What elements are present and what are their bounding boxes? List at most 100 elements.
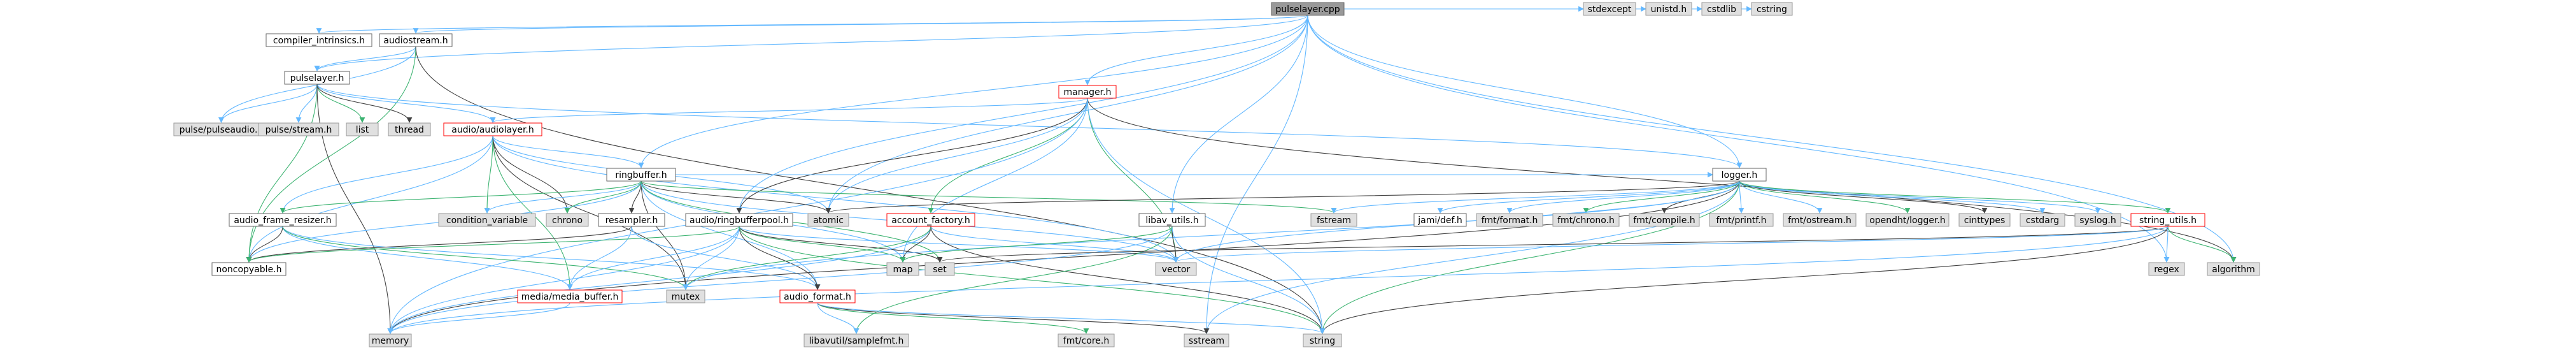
node-chrono: chrono xyxy=(546,213,589,227)
node-label: syslog.h xyxy=(2079,215,2116,226)
node-box xyxy=(517,289,623,303)
edge-string-utils-h-to-regex xyxy=(2163,226,2170,263)
node-fmt-compile-h: fmt/compile.h xyxy=(1629,213,1700,227)
edge-audiostream-h-to-pulse-pulseaudio-h xyxy=(218,46,416,123)
node-mutex: mutex xyxy=(666,289,705,303)
node-label: fmt/ostream.h xyxy=(1788,215,1851,226)
node-sstream: sstream xyxy=(1184,333,1229,347)
edge-logger-h-to-atomic xyxy=(826,180,1740,214)
edge-account-factory-h-to-vector xyxy=(930,226,1179,263)
node-label: cstring xyxy=(1757,4,1787,15)
node-label: mutex xyxy=(672,292,700,302)
node-box xyxy=(1303,333,1342,347)
edge-logger-h-to-fmt-printf-h xyxy=(1738,180,1744,214)
node-label: atomic xyxy=(813,215,844,226)
node-syslog-h: syslog.h xyxy=(2074,213,2121,227)
edge-logger-h-to-fstream xyxy=(1331,180,1740,214)
node-box xyxy=(1138,213,1206,227)
node-label: fmt/core.h xyxy=(1063,336,1109,346)
node-cstring: cstring xyxy=(1751,2,1793,16)
node-label: algorithm xyxy=(2212,265,2255,275)
node-label: fmt/compile.h xyxy=(1633,215,1695,226)
node-atomic: atomic xyxy=(807,213,849,227)
node-box xyxy=(1645,2,1692,16)
node-box xyxy=(388,122,431,136)
edge-logger-h-to-string xyxy=(1319,180,1740,334)
node-fmt-printf-h: fmt/printf.h xyxy=(1709,213,1774,227)
node-box xyxy=(258,122,339,136)
node-pulse-pulseaudio-h: pulse/pulseaudio.h xyxy=(173,122,269,136)
node-label: resampler.h xyxy=(605,215,658,226)
node-audio-audiolayer-h[interactable]: audio/audiolayer.h xyxy=(443,122,542,136)
node-manager-h[interactable]: manager.h xyxy=(1058,85,1117,99)
node-media-media-buffer-h[interactable]: media/media_buffer.h xyxy=(517,289,623,303)
node-box xyxy=(379,33,453,47)
node-label: libav_utils.h xyxy=(1145,215,1198,226)
node-pulselayer-cpp[interactable]: pulselayer.cpp xyxy=(1271,2,1345,16)
node-box xyxy=(1155,262,1197,276)
edge-libav-utils-h-to-libavutil-samplefmt-h xyxy=(853,226,1173,334)
node-box xyxy=(1865,213,1950,227)
node-compiler-intrinsics-h[interactable]: compiler_intrinsics.h xyxy=(265,33,372,47)
node-label: unistd.h xyxy=(1651,4,1687,15)
node-box xyxy=(1271,2,1345,16)
node-label: string_utils.h xyxy=(2139,215,2197,226)
node-box xyxy=(1058,85,1117,99)
edge-pulselayer-h-to-memory xyxy=(316,84,393,334)
edge-ringbuffer-h-to-resampler-h xyxy=(628,180,642,214)
node-box xyxy=(685,213,793,227)
edge-string-utils-h-to-algorithm xyxy=(2167,226,2237,263)
node-label: libavutil/samplefmt.h xyxy=(809,336,904,346)
edge-ringbuffer-h-to-audio-format-h xyxy=(640,180,821,290)
node-account-factory-h[interactable]: account_factory.h xyxy=(886,213,975,227)
edge-audio-ringbufferpool-h-to-string xyxy=(739,226,1326,334)
node-noncopyable-h[interactable]: noncopyable.h xyxy=(211,262,287,276)
node-label: manager.h xyxy=(1064,87,1112,98)
node-label: fstream xyxy=(1317,215,1351,226)
edge-audio-frame-resizer-h-to-mutex xyxy=(282,226,689,290)
edge-audiostream-h-to-string xyxy=(415,46,1326,334)
node-box xyxy=(1751,2,1793,16)
edge-pulselayer-cpp-to-pulselayer-h xyxy=(314,15,1308,71)
node-label: pulse/pulseaudio.h xyxy=(180,125,264,135)
edge-audio-audiolayer-h-to-chrono xyxy=(492,135,570,214)
edge-audio-ringbufferpool-h-to-memory xyxy=(387,226,740,334)
edge-string-utils-h-to-vector xyxy=(1173,226,2169,263)
edge-logger-h-to-fmt-format-h xyxy=(1506,180,1740,214)
node-label: media/media_buffer.h xyxy=(521,292,619,302)
edge-ringbuffer-h-to-condition-variable xyxy=(484,180,642,214)
edge-pulselayer-cpp-to-compiler-intrinsics-h xyxy=(316,15,1308,34)
node-label: chrono xyxy=(552,215,583,226)
edge-ringbuffer-h-to-chrono xyxy=(564,180,642,214)
node-audio-frame-resizer-h[interactable]: audio_frame_resizer.h xyxy=(229,213,337,227)
edge-audio-ringbufferpool-h-to-vector xyxy=(739,226,1179,263)
edge-logger-h-to-fmt-ostream-h xyxy=(1739,180,1823,214)
edge-audio-ringbufferpool-h-to-map xyxy=(739,226,906,263)
node-audio-format-h[interactable]: audio_format.h xyxy=(779,289,856,303)
edge-pulselayer-cpp-to-manager-h xyxy=(1084,15,1308,85)
node-libav-utils-h[interactable]: libav_utils.h xyxy=(1138,213,1206,227)
node-label: fmt/chrono.h xyxy=(1557,215,1615,226)
node-condition-variable: condition_variable xyxy=(438,213,536,227)
edge-pulselayer-h-to-list xyxy=(316,84,365,123)
node-jami-def-h[interactable]: jami/def.h xyxy=(1413,213,1467,227)
node-resampler-h[interactable]: resampler.h xyxy=(598,213,665,227)
edge-libav-utils-h-to-memory xyxy=(387,226,1173,334)
node-pulselayer-h[interactable]: pulselayer.h xyxy=(284,71,350,85)
edge-manager-h-to-algorithm xyxy=(1087,98,2237,263)
edge-audio-audiolayer-h-to-media-media-buffer-h xyxy=(492,135,573,290)
node-audio-ringbufferpool-h[interactable]: audio/ringbufferpool.h xyxy=(685,213,793,227)
node-label: condition_variable xyxy=(446,215,528,226)
edge-pulselayer-h-to-thread xyxy=(316,84,413,123)
node-string-utils-h[interactable]: string_utils.h xyxy=(2130,213,2205,227)
node-ringbuffer-h[interactable]: ringbuffer.h xyxy=(606,168,676,182)
node-logger-h[interactable]: logger.h xyxy=(1712,168,1767,182)
node-label: list xyxy=(356,125,369,135)
node-cstdarg: cstdarg xyxy=(2020,213,2065,227)
node-audiostream-h[interactable]: audiostream.h xyxy=(379,33,453,47)
node-label: set xyxy=(933,265,947,275)
node-pulse-stream-h: pulse/stream.h xyxy=(258,122,339,136)
node-box xyxy=(265,33,372,47)
node-label: audio/ringbufferpool.h xyxy=(690,215,789,226)
edge-audio-audiolayer-h-to-audio-frame-resizer-h xyxy=(280,135,493,214)
